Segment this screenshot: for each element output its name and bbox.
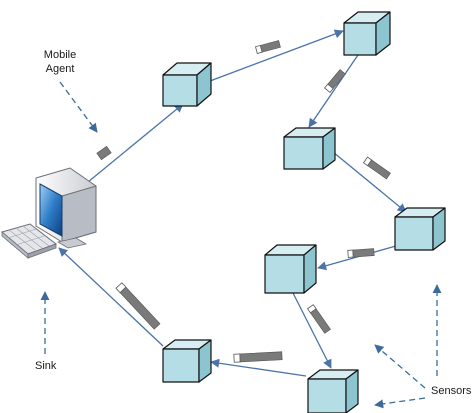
agent-packet xyxy=(347,248,375,258)
route-arrow-s7-to-sink xyxy=(58,247,164,347)
route-arrow-s5-to-s6 xyxy=(292,292,332,369)
sensor-node-icon xyxy=(343,11,391,56)
agent-packet xyxy=(115,282,161,330)
sensor-node-icon xyxy=(307,369,359,413)
agent-packet xyxy=(233,351,283,363)
agent-packet xyxy=(306,304,331,334)
route-arrows xyxy=(58,29,407,377)
sensor-node-icon xyxy=(394,207,446,251)
agent-packet xyxy=(96,145,112,161)
agent-packet xyxy=(255,40,281,54)
mobile-agent-pointer xyxy=(59,81,98,133)
mobile-agent-label: Mobile Agent xyxy=(30,48,90,76)
mobile-agent-label-line2: Agent xyxy=(45,63,75,75)
mobile-agent-packets xyxy=(96,40,391,363)
route-arrow-s1-to-s2 xyxy=(209,29,344,82)
sensor-node-icon xyxy=(162,339,212,383)
annotation-arrows xyxy=(40,81,442,409)
sensor-nodes xyxy=(162,11,446,413)
sensors-label: Sensors xyxy=(431,385,472,397)
sensor-node-icon xyxy=(162,62,212,107)
sensors-pointer-1 xyxy=(374,344,426,389)
mobile-agent-label-line1: Mobile xyxy=(43,49,77,61)
route-arrow-s3-to-s4 xyxy=(332,151,407,213)
sensor-node-icon xyxy=(283,127,336,170)
sensor-node-icon xyxy=(264,244,317,294)
sink-label: Sink xyxy=(35,360,57,372)
route-arrow-sink-to-s1 xyxy=(87,103,184,183)
desktop-computer-icon xyxy=(0,167,97,259)
sensors-pointer-3 xyxy=(374,397,426,409)
agent-packet xyxy=(362,156,391,180)
route-arrow-s6-to-s7 xyxy=(210,358,307,377)
agent-packet xyxy=(324,69,346,94)
route-arrow-s2-to-s3 xyxy=(308,51,361,128)
